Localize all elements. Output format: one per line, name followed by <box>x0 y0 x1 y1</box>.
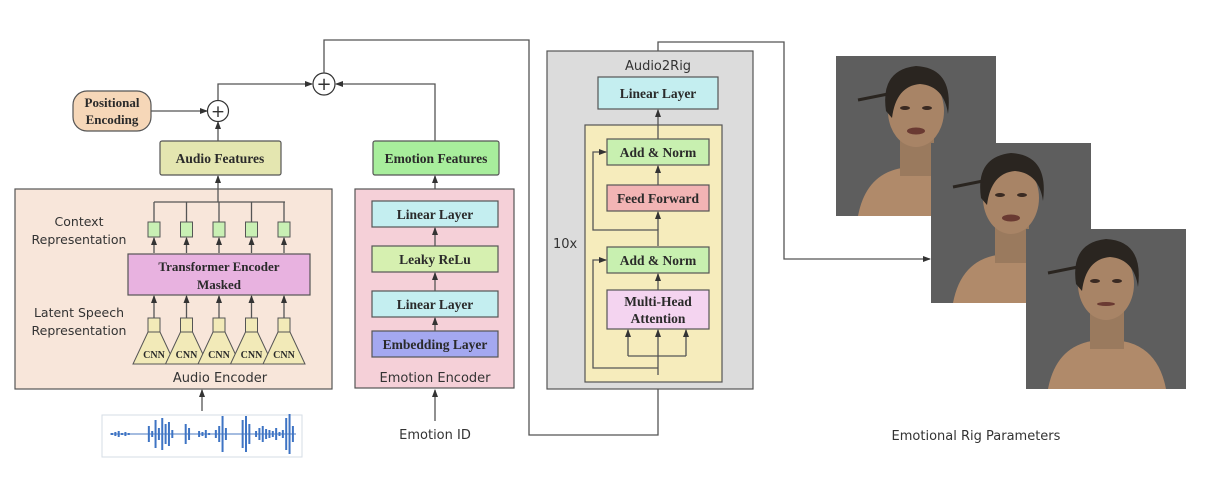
latent-label-2: Representation <box>32 323 127 338</box>
positional-label-1: Positional <box>85 95 140 110</box>
audio-waveform <box>110 414 296 454</box>
mha-label-2: Attention <box>631 311 686 326</box>
emotion-layer-box <box>371 200 499 228</box>
plus-icon: + <box>316 74 331 95</box>
face <box>1078 248 1134 320</box>
latent-label-1: Latent Speech <box>34 305 124 320</box>
add-node-1: + <box>206 99 230 123</box>
hair <box>980 153 1044 205</box>
hair-strand <box>1047 265 1079 275</box>
latent-square <box>212 317 226 333</box>
cnn-cone <box>262 331 306 365</box>
eye <box>922 106 932 110</box>
emotion-layer-box <box>371 330 499 358</box>
hair-strand <box>857 92 889 102</box>
plus-icon: + <box>211 102 225 122</box>
cnn-label: CNN <box>273 350 295 361</box>
context-label-1: Context <box>55 214 104 229</box>
audio-encoder-title: Audio Encoder <box>173 371 268 386</box>
cnn-label: CNN <box>208 350 230 361</box>
context-label-2: Representation <box>32 232 127 247</box>
a2r-linear-label: Linear Layer <box>620 86 697 101</box>
context-square <box>147 221 161 238</box>
cnn-label: CNN <box>143 350 165 361</box>
feed-forward-label: Feed Forward <box>617 191 700 206</box>
latent-square <box>180 317 193 333</box>
mouth <box>1002 214 1020 222</box>
mouth <box>907 127 925 135</box>
emotion-features-label: Emotion Features <box>385 151 488 166</box>
cnn-group: CNN CNN CNN CNN CNN <box>132 295 306 365</box>
output-label: Emotional Rig Parameters <box>892 429 1061 444</box>
hair-strand <box>952 179 984 189</box>
emotion-encoder-title: Emotion Encoder <box>379 371 491 386</box>
audio-features-box <box>159 140 282 176</box>
rig-output-frames <box>836 56 1186 389</box>
latent-square <box>277 317 291 333</box>
transformer-masked-label: Masked <box>197 277 242 292</box>
repeat-label: 10x <box>553 237 578 252</box>
eye <box>1017 193 1027 197</box>
emotion-layer-label: Linear Layer <box>397 297 474 312</box>
transformer-encoder-box <box>127 253 311 296</box>
cnn-label: CNN <box>241 350 263 361</box>
eye <box>1090 279 1100 283</box>
add-norm-bottom-label: Add & Norm <box>620 253 697 268</box>
latent-square <box>147 317 161 333</box>
shoulders <box>1048 341 1166 389</box>
emotion-layer-label: Linear Layer <box>397 207 474 222</box>
hair <box>1075 239 1139 291</box>
eye <box>1112 279 1122 283</box>
eye <box>900 106 910 110</box>
face <box>888 75 944 147</box>
mha-label-1: Multi-Head <box>624 294 692 309</box>
rig-frame <box>1026 229 1186 389</box>
context-square <box>212 221 226 238</box>
context-square <box>180 221 193 238</box>
latent-square <box>245 317 258 333</box>
audio-features-label: Audio Features <box>176 151 265 166</box>
cnn-label: CNN <box>176 350 198 361</box>
transformer-encoder-label: Transformer Encoder <box>158 259 279 274</box>
add-norm-top-box <box>606 138 710 166</box>
audio2rig-title: Audio2Rig <box>625 59 691 74</box>
emotion-layer-box <box>371 290 499 318</box>
add-norm-top-label: Add & Norm <box>620 145 697 160</box>
a2r-linear-box <box>597 76 719 110</box>
positional-label-2: Encoding <box>86 112 139 127</box>
add-node-2: + <box>312 72 336 96</box>
face <box>983 162 1039 234</box>
multi-head-attention-box <box>606 289 710 330</box>
context-representations <box>147 202 291 253</box>
context-square <box>245 221 258 238</box>
eye <box>995 193 1005 197</box>
emotion-layer-label: Embedding Layer <box>383 337 488 352</box>
mouth <box>1097 302 1115 306</box>
context-square <box>277 221 291 238</box>
hair <box>885 66 949 118</box>
emotion-layer-label: Leaky ReLu <box>399 252 471 267</box>
emotion-id-label: Emotion ID <box>399 428 471 443</box>
add-norm-bottom-box <box>606 246 710 274</box>
